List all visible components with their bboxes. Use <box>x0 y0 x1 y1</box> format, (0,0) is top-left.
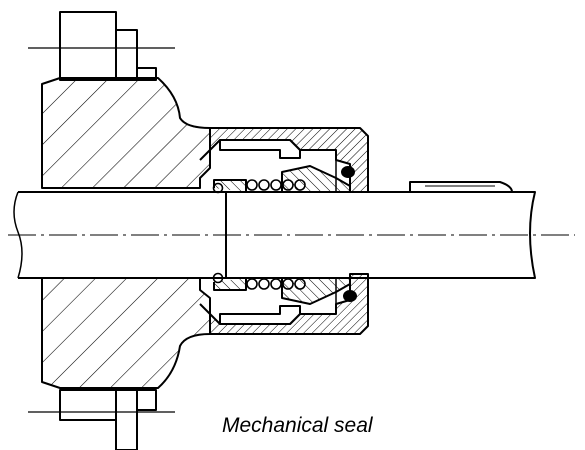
shaft <box>13 191 536 279</box>
keyway <box>409 181 513 193</box>
housing-flange-upper <box>41 77 211 189</box>
spring-lower <box>212 272 306 290</box>
spring-upper <box>212 179 306 194</box>
seal-face-lower <box>281 277 351 305</box>
lower-bolt-stub <box>28 389 175 450</box>
o-ring-lower <box>343 290 357 302</box>
spring-retainer-lower <box>213 278 247 291</box>
o-ring-upper <box>341 166 355 178</box>
spring-retainer-upper <box>213 179 247 192</box>
upper-bolt-stub <box>28 11 175 81</box>
figure-caption: Mechanical seal <box>222 414 373 437</box>
housing-flange-lower <box>41 277 211 389</box>
seal-face-upper <box>281 165 351 193</box>
